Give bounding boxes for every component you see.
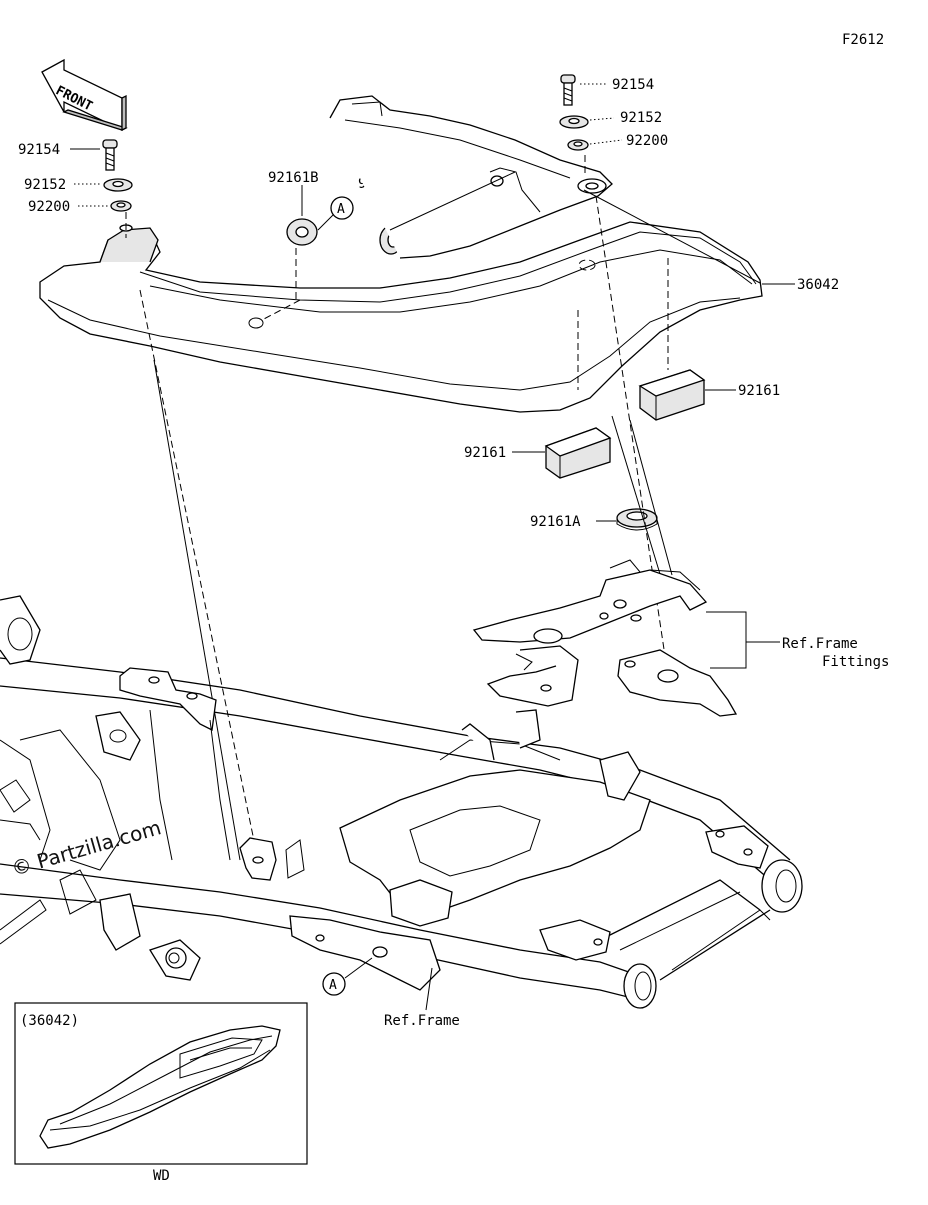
frame-fittings <box>472 559 738 717</box>
label-bolt-right: 92154 <box>612 77 654 93</box>
grommet-92161b-1 <box>286 218 318 246</box>
front-arrow-icon: FRONT <box>41 58 128 132</box>
motorcycle-frame <box>0 595 803 1009</box>
inset-variant-label: WD <box>153 1168 170 1184</box>
label-ref-frame-fittings-2: Fittings <box>822 654 889 670</box>
watermark: © Partzilla.com <box>9 815 164 881</box>
label-collar-right: 92200 <box>626 133 668 149</box>
seat-cover-36042 <box>39 95 763 413</box>
damper-92161a <box>616 508 658 531</box>
diagram-code: F2612 <box>842 32 884 48</box>
label-ref-frame: Ref.Frame <box>384 1013 460 1029</box>
label-seat-cover: 36042 <box>797 277 839 293</box>
label-pad-right: 92161 <box>738 383 780 399</box>
label-bolt-left: 92154 <box>18 142 60 158</box>
callout-a-bottom-letter: A <box>329 978 337 993</box>
label-grommet-1: 92161B <box>268 170 319 186</box>
pad-92161-left <box>544 427 612 479</box>
pad-92161-right <box>638 369 706 421</box>
callout-a-top: A <box>330 196 354 220</box>
bolt-right <box>560 74 576 106</box>
washer-right <box>559 115 589 129</box>
label-damper: 92161A <box>530 514 581 530</box>
washer-left <box>103 178 133 192</box>
label-ref-frame-fittings-1: Ref.Frame <box>782 636 858 652</box>
bolt-left <box>102 139 118 171</box>
inset-variant-box <box>14 1002 308 1165</box>
collar-left <box>110 200 132 212</box>
collar-right <box>567 139 589 151</box>
label-washer-left: 92152 <box>24 177 66 193</box>
inset-part-ref: (36042) <box>20 1013 79 1029</box>
label-washer-right: 92152 <box>620 110 662 126</box>
callout-a-top-letter: A <box>337 202 345 217</box>
callout-a-bottom: A <box>322 972 346 996</box>
label-collar-left: 92200 <box>28 199 70 215</box>
label-pad-left: 92161 <box>464 445 506 461</box>
